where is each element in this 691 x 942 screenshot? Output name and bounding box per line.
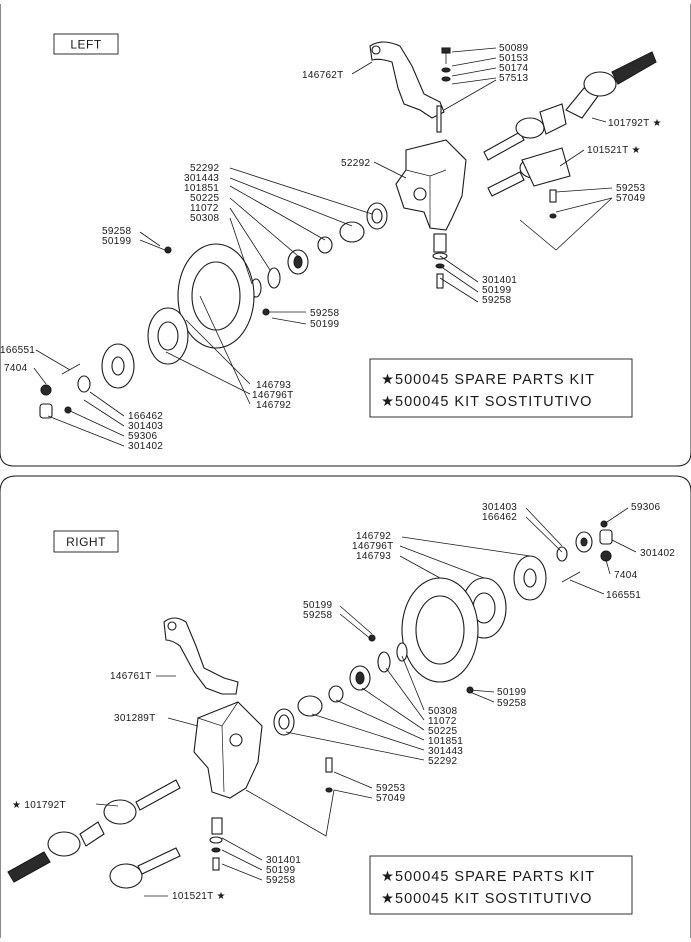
label-r-knuckle: 301289T (114, 713, 156, 724)
right-kit-line-2: ★500045 KIT SOSTITUTIVO (381, 891, 592, 907)
label-rotor-bolt-bottom-2: 50199 (310, 319, 339, 330)
label-bearing-4: 50225 (190, 193, 219, 204)
label-stub-shaft: 101521T ★ (587, 145, 641, 156)
label-cap-2: 301403 (128, 421, 163, 432)
label-cap-1: 166462 (128, 411, 163, 422)
left-kit-line-1: ★500045 SPARE PARTS KIT (381, 372, 595, 388)
right-kit-box (369, 855, 633, 915)
label-r-rotor-2: 146796T (352, 541, 394, 552)
left-leader-lines (33, 47, 613, 447)
label-bolt-4: 57513 (499, 73, 528, 84)
label-cap-4: 301402 (128, 441, 163, 452)
right-steering-arm (163, 617, 239, 695)
label-rotor-1: 146793 (256, 380, 291, 391)
right-hub-cluster (368, 520, 613, 694)
label-axle-shaft: 101792T ★ (608, 118, 662, 129)
label-r-bearing-4: 101851 (428, 736, 463, 747)
label-r-cap: 301402 (640, 548, 675, 559)
label-r-rotor-1: 146792 (356, 531, 391, 542)
label-r-rotor-bolt-top-1: 50199 (303, 600, 332, 611)
label-r-bearing-3: 50225 (428, 726, 457, 737)
label-hub-nut: 7404 (4, 363, 28, 374)
right-label-box (53, 530, 119, 553)
label-bolt-1: 50089 (499, 43, 528, 54)
right-leader-lines (95, 507, 637, 897)
label-lower-pin-1: 301401 (482, 275, 517, 286)
label-bearing-6: 50308 (190, 213, 219, 224)
label-r-rotor-bolt-top-2: 59258 (303, 610, 332, 621)
label-r-bearing-1: 50308 (428, 706, 457, 717)
label-r-lower-pin-3: 59258 (266, 875, 295, 886)
label-rotor-3: 146792 (256, 400, 291, 411)
label-r-steering-arm: 146761T (110, 671, 152, 682)
label-knuckle: 52292 (341, 158, 370, 169)
label-r-cap-1: 301403 (482, 502, 517, 513)
label-r-lower-pin-1: 301401 (266, 855, 301, 866)
label-kingpin-1: 59253 (616, 183, 645, 194)
label-rotor-bolt-top-1: 59258 (102, 226, 131, 237)
label-r-rotor-bolt-bottom-2: 59258 (497, 698, 526, 709)
label-r-bearing-6: 52292 (428, 756, 457, 767)
label-bearing-2: 301443 (184, 173, 219, 184)
left-section-label: LEFT (70, 38, 102, 52)
label-r-stub-shaft: 101521T ★ (172, 891, 226, 902)
label-r-cap-screw: 59306 (631, 502, 660, 513)
label-cap-3: 59306 (128, 431, 157, 442)
left-stub-shaft (487, 147, 571, 219)
label-r-axle-shaft: ★ 101792T (12, 800, 66, 811)
left-section: LEFT (0, 33, 662, 452)
left-kit-line-2: ★500045 KIT SOSTITUTIVO (381, 394, 592, 410)
label-r-kingpin-2: 57049 (376, 793, 405, 804)
label-r-hub-stud: 166551 (606, 590, 641, 601)
left-kit-box (369, 358, 633, 418)
right-axle-shaft (7, 779, 181, 883)
label-bearing-1: 52292 (190, 163, 219, 174)
left-brake-rotor (39, 243, 270, 419)
label-r-bearing-5: 301443 (428, 746, 463, 757)
right-kit-line-1: ★500045 SPARE PARTS KIT (381, 869, 595, 885)
right-part-labels: 301403 166462 59306 301402 7404 166551 1… (12, 502, 675, 902)
label-bearing-5: 11072 (190, 203, 219, 214)
label-lower-pin-3: 59258 (482, 295, 511, 306)
right-section-frame (0, 475, 691, 938)
right-knuckle (193, 701, 333, 871)
label-rotor-bolt-bottom-1: 59258 (310, 308, 339, 319)
left-knuckle (395, 139, 467, 289)
label-r-bearing-2: 11072 (428, 716, 457, 727)
label-r-rotor-3: 146793 (356, 551, 391, 562)
label-r-kingpin-1: 59253 (376, 783, 405, 794)
right-stub-shaft (109, 847, 181, 889)
label-lower-pin-2: 50199 (482, 285, 511, 296)
label-r-rotor-bolt-bottom-1: 50199 (497, 687, 526, 698)
label-bolt-3: 50174 (499, 63, 528, 74)
label-steering-arm: 146762T (302, 70, 344, 81)
left-section-frame (0, 4, 691, 467)
right-section-label: RIGHT (66, 535, 106, 549)
label-bolt-2: 50153 (499, 53, 528, 64)
left-axle-shaft (483, 51, 657, 161)
label-rotor-2: 146796T (252, 390, 294, 401)
label-rotor-bolt-top-2: 50199 (102, 236, 131, 247)
label-r-cap-2: 166462 (482, 512, 517, 523)
left-bearing-stack (250, 202, 388, 298)
right-section: RIGHT (7, 502, 675, 915)
label-hub-stud: 166551 (0, 345, 35, 356)
left-top-bolt-set (436, 47, 451, 133)
left-label-box (53, 33, 119, 55)
left-part-labels: 146762T 50089 50153 50174 57513 52292 10… (0, 43, 662, 452)
label-bearing-3: 101851 (184, 183, 219, 194)
label-kingpin-2: 57049 (616, 193, 645, 204)
label-r-hub-nut: 7404 (614, 570, 638, 581)
label-r-lower-pin-2: 50199 (266, 865, 295, 876)
left-steering-arm (369, 41, 445, 119)
right-bearing-stack (273, 642, 408, 736)
